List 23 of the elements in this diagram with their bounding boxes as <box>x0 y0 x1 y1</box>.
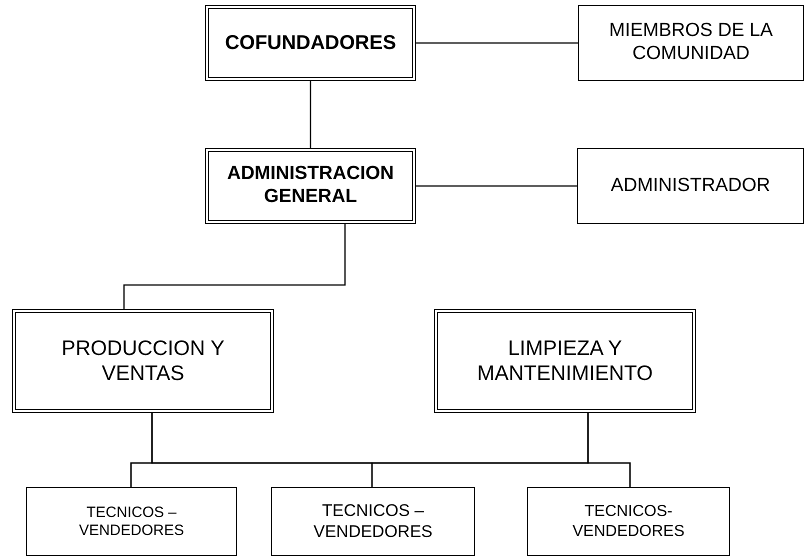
box-label: TECNICOS – VENDEDORES <box>312 501 434 542</box>
org-box <box>577 148 804 224</box>
org-box <box>527 487 730 556</box>
box-label: LIMPIEZA Y MANTENIMIENTO <box>476 336 654 386</box>
box-label: TECNICOS- VENDEDORES <box>571 502 686 541</box>
box-label: MIEMBROS DE LA COMUNIDAD <box>608 20 774 66</box>
org-box <box>26 487 237 556</box>
org-box <box>271 487 475 556</box>
box-label: ADMINISTRADOR <box>610 174 770 198</box>
connector-line <box>416 42 578 44</box>
org-box <box>578 5 804 81</box>
org-box <box>434 309 696 413</box>
box-label: TECNICOS – VENDEDORES <box>78 504 185 540</box>
box-label: COFUNDADORES <box>224 31 396 55</box>
connector-line <box>587 413 631 487</box>
connector-line <box>123 224 346 309</box>
connector-line <box>416 185 577 187</box>
org-box <box>205 148 416 224</box>
box-label: PRODUCCION Y VENTAS <box>60 336 226 386</box>
org-box <box>205 5 416 81</box>
org-box <box>12 309 274 413</box>
connector-line <box>310 81 312 148</box>
box-label: ADMINISTRACION GENERAL <box>226 163 395 209</box>
